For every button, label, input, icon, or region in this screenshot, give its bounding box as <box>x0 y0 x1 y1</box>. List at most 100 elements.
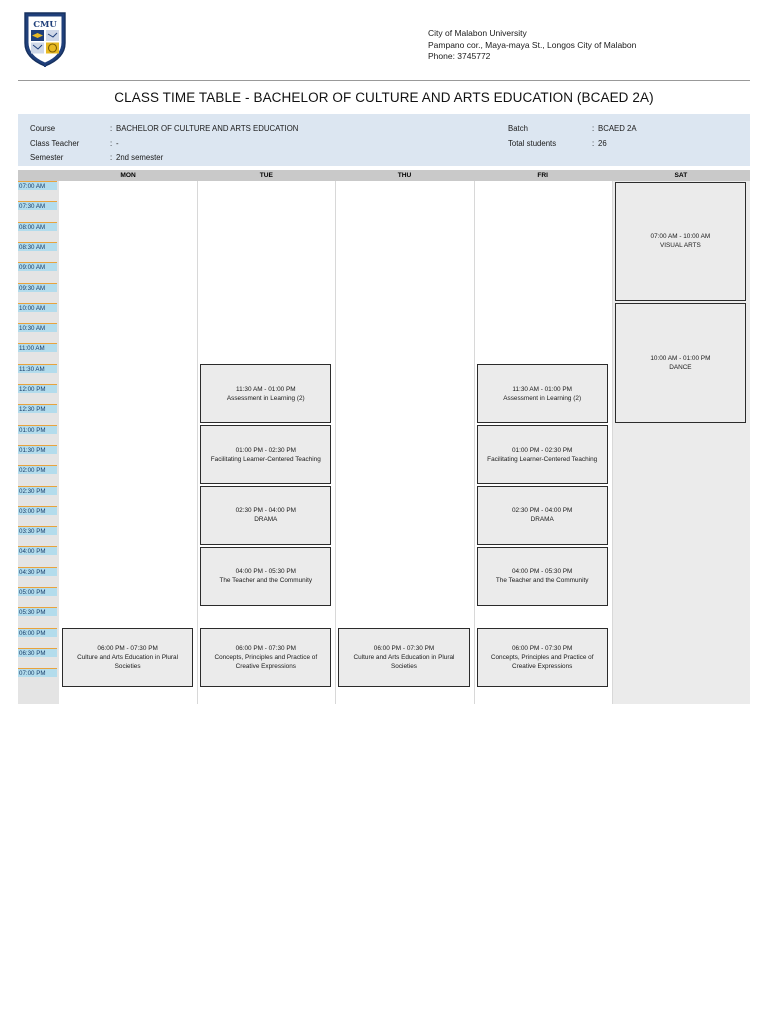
time-slot: 10:30 AM <box>18 323 59 343</box>
event-name: The Teacher and the Community <box>495 577 589 585</box>
time-label: 01:00 PM <box>18 424 57 434</box>
time-label: 04:30 PM <box>18 566 57 576</box>
event-name: Culture and Arts Education in Plural Soc… <box>77 654 179 671</box>
time-label: 02:00 PM <box>18 465 57 475</box>
info-left-column: Course:BACHELOR OF CULTURE AND ARTS EDUC… <box>30 122 298 166</box>
time-slot: 07:00 AM <box>18 181 59 201</box>
info-separator: : <box>592 124 595 133</box>
info-row: Semester:2nd semester <box>30 151 298 166</box>
time-slot: 03:30 PM <box>18 526 59 546</box>
time-slot: 07:00 PM <box>18 668 59 688</box>
org-address: Pampano cor., Maya-maya St., Longos City… <box>428 39 637 50</box>
time-slot: 08:00 AM <box>18 221 59 242</box>
page-header: CMU City of Malabon University Pampano c… <box>0 0 768 81</box>
event-name: Concepts, Principles and Practice of Cre… <box>214 654 318 671</box>
event-time: 04:00 PM - 05:30 PM <box>235 568 296 576</box>
column-separator <box>335 181 337 704</box>
day-header-tue: TUE <box>259 172 273 179</box>
day-header-mon: MON <box>120 172 136 179</box>
header-divider <box>18 80 750 81</box>
event-name: Concepts, Principles and Practice of Cre… <box>490 654 594 671</box>
event-name: DANCE <box>669 364 692 372</box>
grid-corner-cell <box>18 170 59 181</box>
time-slot: 02:00 PM <box>18 465 59 485</box>
time-label: 08:00 AM <box>18 221 57 231</box>
time-slot: 11:00 AM <box>18 343 59 363</box>
info-label: Semester <box>30 153 64 162</box>
info-value: - <box>116 138 119 148</box>
time-label: 11:30 AM <box>18 363 57 373</box>
time-label: 08:30 AM <box>18 241 57 251</box>
day-header-sat: SAT <box>674 172 688 179</box>
event-name: VISUAL ARTS <box>659 242 701 250</box>
event-name: Culture and Arts Education in Plural Soc… <box>353 654 455 671</box>
info-separator: : <box>110 153 113 162</box>
time-label: 10:00 AM <box>18 302 57 312</box>
time-label: 12:00 PM <box>18 384 57 393</box>
info-separator: : <box>110 124 113 133</box>
time-label: 09:30 AM <box>18 282 57 292</box>
time-label: 05:30 PM <box>18 607 57 617</box>
time-label: 06:30 PM <box>18 647 57 657</box>
time-label: 04:00 PM <box>18 546 57 556</box>
event-name: Assessment in Learning (2) <box>226 394 305 402</box>
event-time: 06:00 PM - 07:30 PM <box>511 645 573 653</box>
event-time: 06:00 PM - 07:30 PM <box>235 645 296 653</box>
page-title: CLASS TIME TABLE - BACHELOR OF CULTURE A… <box>114 90 654 105</box>
info-value: 26 <box>598 138 607 148</box>
time-label: 02:30 PM <box>18 485 57 495</box>
time-slot: 05:30 PM <box>18 607 59 627</box>
time-slot: 07:30 AM <box>18 201 59 221</box>
event-time: 01:00 PM - 02:30 PM <box>235 446 296 454</box>
event-time: 11:30 AM - 01:00 PM <box>512 385 572 393</box>
time-slot: 12:30 PM <box>18 404 59 424</box>
event-name: Assessment in Learning (2) <box>503 394 582 402</box>
time-slot: 09:00 AM <box>18 262 59 282</box>
cmu-shield-logo-icon: CMU <box>22 10 68 68</box>
info-value: BCAED 2A <box>598 124 637 133</box>
event-name: Facilitating Learner-Centered Teaching <box>210 455 321 463</box>
day-header-fri: FRI <box>537 172 548 179</box>
event-name: DRAMA <box>254 516 278 524</box>
info-row: Total students:26 <box>508 137 637 152</box>
info-row: Batch:BCAED 2A <box>508 122 637 137</box>
time-slot: 12:00 PM <box>18 384 59 404</box>
time-slot: 04:00 PM <box>18 546 59 566</box>
event-time: 11:30 AM - 01:00 PM <box>236 385 296 393</box>
organization-info: City of Malabon University Pampano cor.,… <box>428 28 636 63</box>
event-time: 02:30 PM - 04:00 PM <box>511 507 573 515</box>
event-time: 01:00 PM - 02:30 PM <box>511 446 573 454</box>
time-label: 01:30 PM <box>18 444 57 454</box>
svg-text:CMU: CMU <box>33 20 57 30</box>
column-separator <box>473 181 475 704</box>
event-time: 04:00 PM - 05:30 PM <box>511 568 573 576</box>
event-time: 02:30 PM - 04:00 PM <box>235 507 296 515</box>
time-slot: 05:00 PM <box>18 587 59 607</box>
info-separator: : <box>592 138 595 148</box>
event-name: Facilitating Learner-Centered Teaching <box>487 455 598 463</box>
org-phone: Phone: 3745772 <box>428 51 491 61</box>
time-slot: 11:30 AM <box>18 363 59 384</box>
event-time: 06:00 PM - 07:30 PM <box>373 645 435 653</box>
time-label: 07:00 AM <box>18 181 57 190</box>
time-label: 05:00 PM <box>18 587 57 596</box>
